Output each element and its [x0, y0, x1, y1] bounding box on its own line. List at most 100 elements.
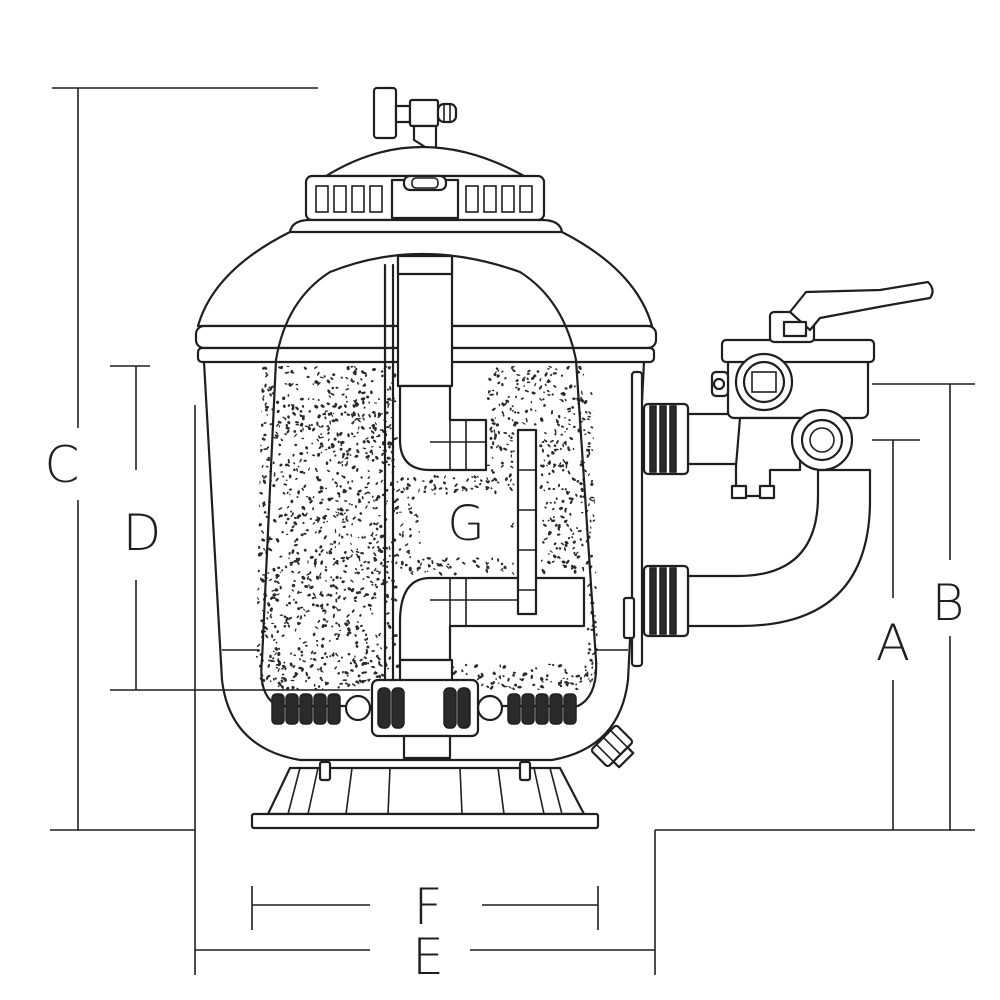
sand-grain	[361, 413, 365, 417]
sand-grain	[321, 607, 324, 610]
sand-grain	[338, 533, 341, 537]
sand-grain	[563, 547, 567, 551]
sand-grain	[301, 581, 304, 584]
sand-grain	[382, 564, 384, 567]
sand-grain	[281, 569, 284, 572]
sand-grain	[366, 679, 371, 681]
sand-grain	[344, 458, 347, 460]
sand-grain	[521, 678, 525, 682]
sand-grain	[323, 535, 327, 540]
sand-grain	[454, 483, 458, 487]
sand-grain	[401, 531, 404, 534]
sand-grain	[307, 609, 310, 612]
sand-grain	[314, 404, 319, 409]
sand-grain	[284, 433, 287, 436]
sand-grain	[510, 436, 513, 439]
sand-grain	[472, 559, 477, 563]
sand-grain	[396, 480, 399, 483]
sand-grain	[257, 569, 260, 573]
sand-grain	[283, 624, 287, 628]
sand-grain	[279, 463, 283, 467]
sand-grain	[567, 366, 570, 369]
sand-grain	[369, 580, 374, 584]
sand-grain	[418, 488, 420, 493]
sand-grain	[356, 621, 359, 623]
sand-grain	[427, 563, 432, 567]
sand-grain	[272, 677, 275, 681]
sand-grain	[492, 441, 495, 446]
sand-grain	[344, 671, 349, 675]
sand-grain	[288, 557, 290, 560]
sand-grain	[284, 404, 286, 407]
sand-grain	[303, 532, 307, 535]
sand-grain	[373, 537, 376, 541]
sand-grain	[314, 565, 317, 568]
sand-grain	[564, 540, 569, 545]
sand-grain	[573, 413, 576, 415]
sand-grain	[317, 452, 321, 457]
sand-grain	[256, 514, 260, 517]
sand-grain	[371, 531, 374, 537]
sand-grain	[359, 624, 363, 627]
sand-grain	[496, 374, 500, 378]
sand-grain	[262, 502, 266, 506]
sand-grain	[360, 370, 365, 374]
sand-grain	[354, 572, 357, 574]
sand-grain	[310, 650, 314, 654]
sand-grain	[557, 556, 561, 559]
sand-grain	[319, 501, 323, 505]
sand-grain	[574, 553, 578, 557]
sand-grain	[503, 565, 507, 570]
sand-grain	[545, 674, 549, 678]
sand-grain	[490, 469, 494, 472]
sand-grain	[543, 537, 548, 541]
sand-grain	[297, 557, 301, 562]
sand-grain	[276, 423, 280, 427]
sand-grain	[365, 648, 369, 653]
sand-grain	[288, 474, 292, 479]
sand-grain	[474, 480, 476, 482]
sand-grain	[576, 555, 581, 559]
sand-grain	[327, 497, 332, 502]
sand-grain	[386, 593, 389, 599]
sand-grain	[577, 430, 580, 433]
sand-grain	[560, 542, 565, 546]
sand-grain	[571, 477, 576, 482]
sand-grain	[300, 654, 304, 657]
sand-grain	[326, 425, 330, 428]
sand-grain	[259, 492, 263, 495]
sand-grain	[576, 527, 579, 530]
sand-grain	[424, 485, 427, 489]
sand-grain	[583, 429, 586, 432]
sand-grain	[547, 487, 551, 491]
sand-grain	[273, 472, 276, 477]
sand-grain	[433, 568, 436, 570]
sand-grain	[461, 486, 466, 490]
sand-grain	[568, 497, 574, 500]
sand-grain	[335, 606, 339, 611]
sand-grain	[262, 395, 265, 398]
sand-grain	[295, 477, 298, 480]
sand-grain	[322, 609, 327, 612]
sand-grain	[470, 487, 474, 490]
sand-grain	[363, 406, 366, 409]
sand-grain	[263, 421, 267, 425]
sand-grain	[568, 448, 571, 452]
sand-grain	[586, 627, 590, 631]
sand-grain	[595, 545, 598, 549]
sand-grain	[545, 501, 549, 505]
sand-grain	[438, 571, 443, 576]
sand-grain	[261, 538, 266, 542]
sand-grain	[540, 445, 543, 448]
sand-grain	[559, 684, 563, 688]
sand-grain	[287, 624, 291, 628]
sand-grain	[261, 389, 265, 393]
sand-grain	[273, 625, 277, 629]
sand-grain	[324, 416, 327, 420]
sand-grain	[335, 637, 339, 641]
sand-grain	[336, 471, 340, 475]
sand-grain	[549, 517, 553, 521]
sand-grain	[552, 372, 557, 375]
sand-grain	[589, 679, 591, 683]
sand-grain	[303, 608, 306, 611]
